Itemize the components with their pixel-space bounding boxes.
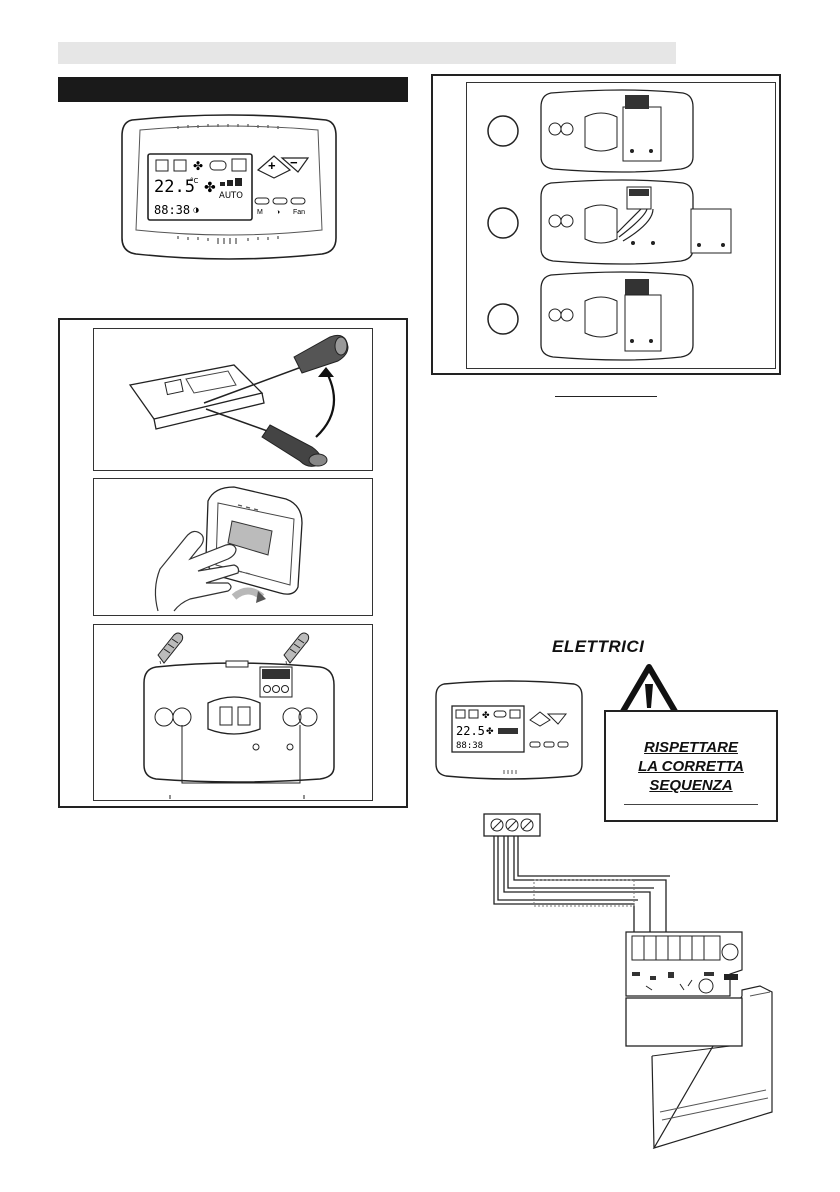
step-circle-1 bbox=[488, 116, 518, 146]
wiring-diagram bbox=[480, 800, 780, 1150]
thermostat-wiring-illustration: ✤ 22.5 ✤ 88:38 bbox=[434, 680, 584, 780]
fan-button-label: Fan bbox=[293, 209, 305, 216]
svg-text:◑: ◑ bbox=[276, 209, 280, 216]
thermostat-front-illustration: ✤ 22.5 °C ✤ AUTO 88:38 ◑ + − M ◑ Fan bbox=[118, 112, 340, 262]
wiring-steps-inner bbox=[466, 82, 776, 369]
warning-line-3: SEQUENZA bbox=[606, 776, 776, 795]
heater-unit bbox=[626, 986, 772, 1148]
warning-line-1: RISPETTARE bbox=[606, 738, 776, 757]
wiring-display-temperature: 22.5 bbox=[456, 724, 485, 738]
back-plate-3 bbox=[541, 272, 693, 360]
display-clock: 88:38 bbox=[154, 203, 190, 217]
svg-text:✤: ✤ bbox=[204, 180, 216, 196]
caption-underline bbox=[555, 396, 657, 397]
step-circle-2 bbox=[488, 208, 518, 238]
header-bar bbox=[58, 42, 676, 64]
step-circle-3 bbox=[488, 304, 518, 334]
back-plate-2 bbox=[541, 180, 731, 264]
wall-plug-left bbox=[158, 633, 183, 663]
display-temperature: 22.5 bbox=[154, 177, 195, 197]
plus-button-label: + bbox=[268, 158, 276, 173]
svg-text:◑: ◑ bbox=[193, 206, 199, 214]
wiring-display-clock: 88:38 bbox=[456, 741, 483, 751]
step-remove-front-panel bbox=[93, 478, 373, 616]
step-open-screwdriver-panel bbox=[93, 328, 373, 471]
display-unit: °C bbox=[190, 177, 199, 185]
display-mode: AUTO bbox=[219, 191, 243, 201]
section-title-bar bbox=[58, 77, 408, 102]
heater-control-board bbox=[626, 932, 742, 996]
m-button-label: M bbox=[257, 209, 263, 216]
step-wall-mount-panel bbox=[93, 624, 373, 801]
back-plate-1 bbox=[541, 90, 693, 172]
svg-text:✤: ✤ bbox=[486, 726, 494, 736]
wall-plug-right bbox=[284, 633, 309, 663]
svg-text:✤: ✤ bbox=[193, 159, 203, 173]
svg-text:✤: ✤ bbox=[482, 710, 490, 720]
electrical-heading: ELETTRICI bbox=[552, 637, 644, 657]
minus-button-label: − bbox=[290, 155, 298, 170]
warning-line-2: LA CORRETTA bbox=[606, 757, 776, 776]
